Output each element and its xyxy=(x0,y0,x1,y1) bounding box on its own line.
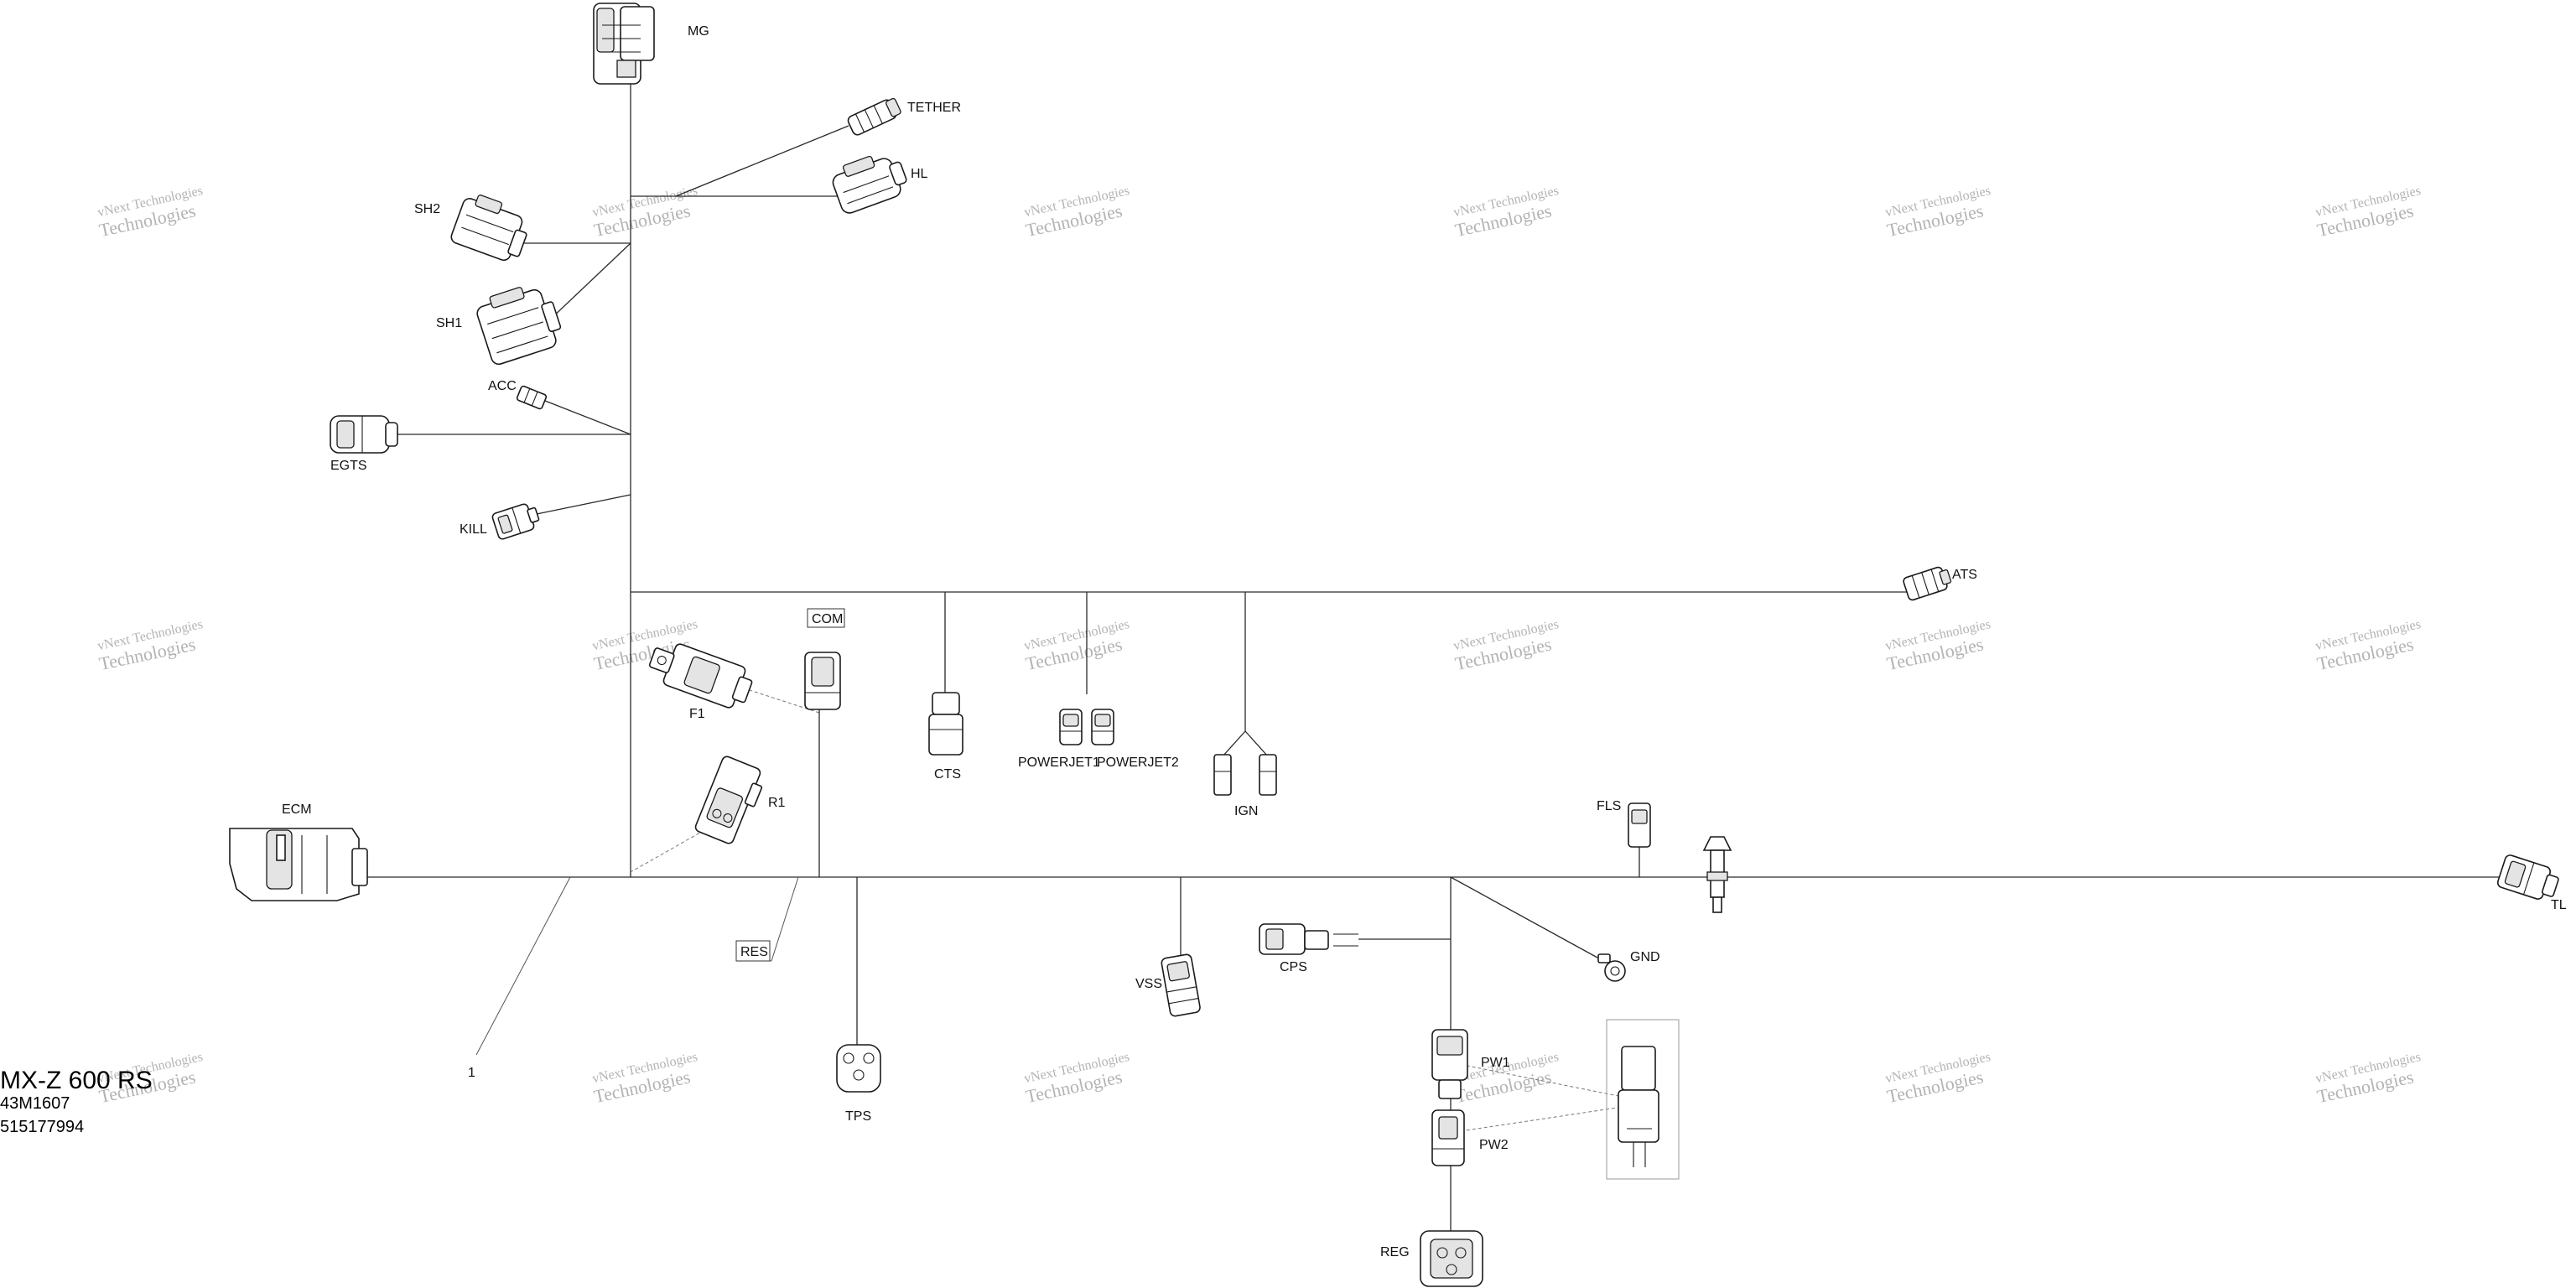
r1-label: R1 xyxy=(768,796,786,810)
egts-connector[interactable] xyxy=(330,415,398,454)
reg-connector[interactable] xyxy=(1420,1230,1483,1287)
acc-connector[interactable] xyxy=(516,385,548,410)
pw1-label: PW1 xyxy=(1481,1056,1510,1070)
watermark: vNext Technologies Technologies xyxy=(1023,1050,1131,1107)
pw2-connector[interactable] xyxy=(1431,1109,1465,1166)
mg-connector[interactable] xyxy=(593,3,655,85)
trunk-sensor[interactable] xyxy=(1702,836,1732,913)
watermark: vNext Technologies Technologies xyxy=(1452,184,1561,241)
tl-connector[interactable] xyxy=(2496,854,2561,903)
watermark: vNext Technologies Technologies xyxy=(1884,184,1992,241)
fls-label: FLS xyxy=(1597,799,1621,813)
watermark: vNext Technologies Technologies xyxy=(1452,617,1561,674)
title-block: MX-Z 600 RS 43M1607 515177994 xyxy=(0,1067,153,1136)
tether-label: TETHER xyxy=(907,101,961,115)
watermark: vNext Technologies Technologies xyxy=(1884,1050,1992,1107)
sh1-connector[interactable] xyxy=(473,279,565,366)
gnd-label: GND xyxy=(1630,950,1660,964)
watermark: vNext Technologies Technologies xyxy=(96,617,205,674)
ign-connector[interactable] xyxy=(1213,754,1277,796)
com-label-box xyxy=(807,608,845,628)
com-connector[interactable] xyxy=(804,652,841,710)
powerjet2-connector[interactable] xyxy=(1091,709,1114,745)
powerjet2-label: POWERJET2 xyxy=(1097,756,1179,770)
part-number: 43M1607 xyxy=(0,1094,70,1113)
callout-number: 1 xyxy=(468,1066,475,1080)
tps-label: TPS xyxy=(845,1109,871,1124)
ecm-label: ECM xyxy=(282,802,312,817)
acc-label: ACC xyxy=(488,379,517,393)
watermark: vNext Technologies Technologies xyxy=(96,184,205,241)
pw1-connector[interactable] xyxy=(1431,1029,1468,1099)
powerjet1-connector[interactable] xyxy=(1059,709,1083,745)
sh1-label: SH1 xyxy=(436,316,462,330)
res-label-box xyxy=(735,940,771,962)
catalog-code: 515177994 xyxy=(0,1118,84,1136)
cts-label: CTS xyxy=(934,767,961,782)
f1-connector[interactable] xyxy=(645,636,756,713)
watermark: vNext Technologies Technologies xyxy=(1884,617,1992,674)
vss-label: VSS xyxy=(1135,977,1162,991)
connectors: MG TETHER HL SH2 xyxy=(229,3,2567,1287)
watermark: vNext Technologies Technologies xyxy=(1023,184,1131,241)
kill-label: KILL xyxy=(460,522,487,537)
hl-connector[interactable] xyxy=(828,147,911,215)
watermark: vNext Technologies Technologies xyxy=(591,1050,699,1107)
ecm-connector[interactable] xyxy=(229,828,368,901)
model-name: MX-Z 600 RS xyxy=(0,1067,153,1094)
tether-connector[interactable] xyxy=(847,96,902,137)
pw-detail-box xyxy=(1606,1019,1680,1180)
fls-connector[interactable] xyxy=(1628,802,1651,848)
sh2-label: SH2 xyxy=(414,202,440,216)
reg-label: REG xyxy=(1380,1245,1410,1259)
f1-label: F1 xyxy=(689,707,705,721)
kill-connector[interactable] xyxy=(491,501,541,541)
vss-connector[interactable] xyxy=(1161,953,1201,1017)
mg-label: MG xyxy=(688,24,709,39)
egts-label: EGTS xyxy=(330,459,367,473)
pw2-label: PW2 xyxy=(1479,1138,1509,1152)
sh2-connector[interactable] xyxy=(449,190,534,265)
cps-connector[interactable] xyxy=(1259,923,1358,955)
hl-label: HL xyxy=(911,167,928,181)
res-label: RES xyxy=(740,945,768,959)
ats-connector[interactable] xyxy=(1903,564,1953,601)
tl-label: TL xyxy=(2551,898,2567,912)
watermark: vNext Technologies Technologies xyxy=(2314,184,2423,241)
watermark: vNext Technologies Technologies xyxy=(2314,1050,2423,1107)
ign-label: IGN xyxy=(1234,804,1258,818)
tps-connector[interactable] xyxy=(836,1044,881,1093)
cps-label: CPS xyxy=(1280,960,1307,974)
watermark: vNext Technologies Technologies xyxy=(1023,617,1131,674)
com-label: COM xyxy=(812,612,843,626)
ats-label: ATS xyxy=(1952,568,1977,582)
cts-connector[interactable] xyxy=(928,692,963,756)
gnd-terminal[interactable] xyxy=(1597,953,1626,982)
powerjet1-label: POWERJET1 xyxy=(1018,756,1100,770)
r1-connector[interactable] xyxy=(694,756,768,848)
watermark: vNext Technologies Technologies xyxy=(2314,617,2423,674)
